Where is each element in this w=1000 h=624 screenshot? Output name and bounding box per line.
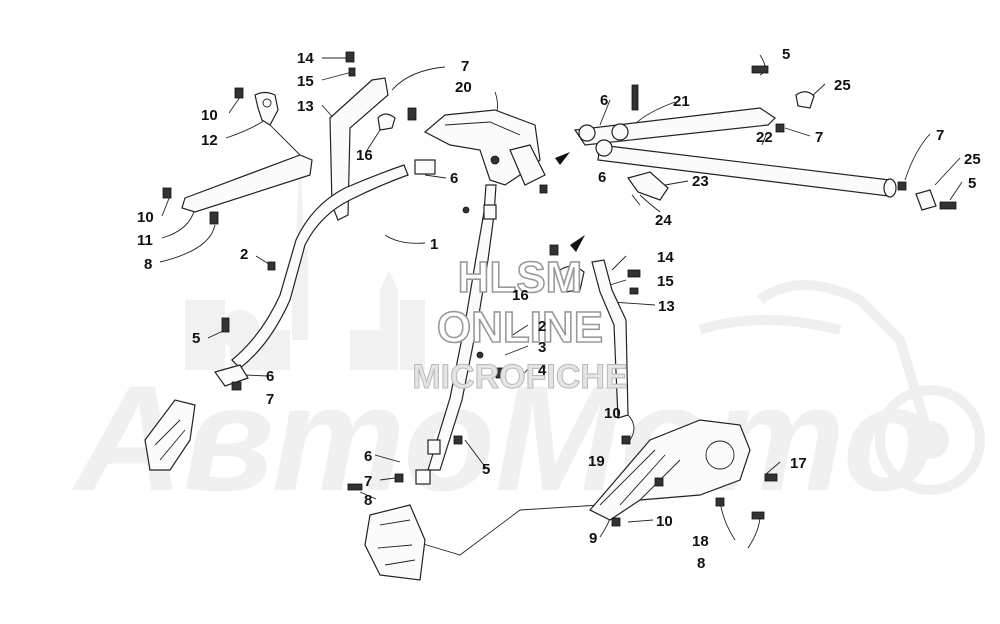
callout-6-left: 6	[266, 368, 274, 385]
clamp-25	[751, 65, 957, 211]
callout-13-lower: 13	[658, 298, 675, 315]
tube-1-left	[231, 164, 409, 369]
callout-7-top: 7	[461, 58, 469, 75]
callout-23: 23	[692, 173, 709, 190]
watermark-line-2: ONLINE	[437, 303, 603, 352]
tube-22	[595, 123, 907, 198]
watermark-skyline	[185, 150, 425, 370]
callout-20: 20	[455, 79, 472, 96]
callout-8-right: 8	[697, 555, 705, 572]
bracket-6-left	[214, 364, 249, 391]
clamp-16	[377, 113, 396, 131]
callout-1: 1	[430, 236, 438, 253]
bolt-group-left	[162, 51, 356, 333]
callout-10-upper: 10	[201, 107, 218, 124]
support-bar-13-lower	[591, 259, 641, 419]
watermark-text: HLSM ONLINE MICROFICHE	[412, 252, 628, 396]
callout-7-right: 7	[815, 129, 823, 146]
bracket-12	[181, 91, 313, 213]
watermark-background: АвтоМото	[71, 150, 985, 522]
callout-7-far-right: 7	[936, 127, 944, 144]
callout-6-upper: 6	[450, 170, 458, 187]
callout-21: 21	[673, 93, 690, 110]
callout-6-right-upper: 6	[600, 92, 608, 109]
callout-17: 17	[790, 455, 807, 472]
direction-arrows	[555, 152, 585, 252]
callout-8-left: 8	[144, 256, 152, 273]
bracket-23	[627, 171, 669, 206]
callout-14-lower: 14	[657, 249, 674, 266]
callout-12: 12	[201, 132, 218, 149]
callout-5-far-right: 5	[968, 175, 976, 192]
watermark-motorcycle	[698, 280, 985, 495]
callout-4: 4	[538, 362, 547, 379]
watermark-line-1: HLSM	[458, 253, 583, 302]
tube-1-vertical	[347, 184, 505, 491]
callout-15-upper: 15	[297, 73, 314, 90]
callout-15-lower: 15	[657, 273, 674, 290]
callout-25-upper: 25	[834, 77, 851, 94]
frame-node-right	[589, 419, 778, 527]
callout-16-upper: 16	[356, 147, 373, 164]
callout-25-lower: 25	[964, 151, 981, 168]
callout-18: 18	[692, 533, 709, 550]
callout-5-bottom: 5	[482, 461, 490, 478]
callout-11: 11	[137, 232, 153, 249]
callout-19: 19	[588, 453, 605, 470]
callout-2-center: 2	[538, 318, 546, 335]
watermark-brand-text: АвтоМото	[71, 354, 935, 522]
console-20	[407, 107, 548, 194]
callout-7-left: 7	[266, 391, 274, 408]
callout-5-top-right: 5	[782, 46, 790, 63]
callout-13-upper: 13	[297, 98, 314, 115]
frame-node-left	[144, 399, 196, 471]
callout-10-left: 10	[137, 209, 154, 226]
callout-9: 9	[589, 530, 597, 547]
callout-3: 3	[538, 339, 546, 356]
watermark-line-3: MICROFICHE	[412, 358, 627, 396]
callout-6-right-lower: 6	[598, 169, 606, 186]
clamp-16-center	[549, 244, 585, 293]
callout-2-left: 2	[240, 246, 248, 263]
frame-node-center	[364, 504, 426, 581]
callout-7-bottom: 7	[364, 473, 372, 490]
callout-10-right-upper: 10	[604, 405, 621, 422]
callout-8-bottom: 8	[364, 492, 372, 509]
callout-14-upper: 14	[297, 50, 314, 67]
bar-21	[573, 84, 776, 146]
callout-16-lower: 16	[512, 287, 529, 304]
callout-labels: 14 15 13 7 20 10 12 16 6 10 11 8 1 2 5 6…	[137, 46, 981, 572]
callout-6-bottom: 6	[364, 448, 372, 465]
callout-24: 24	[655, 212, 672, 229]
callout-10-right-lower: 10	[656, 513, 673, 530]
callout-5-left: 5	[192, 330, 200, 347]
callout-22: 22	[756, 129, 773, 146]
